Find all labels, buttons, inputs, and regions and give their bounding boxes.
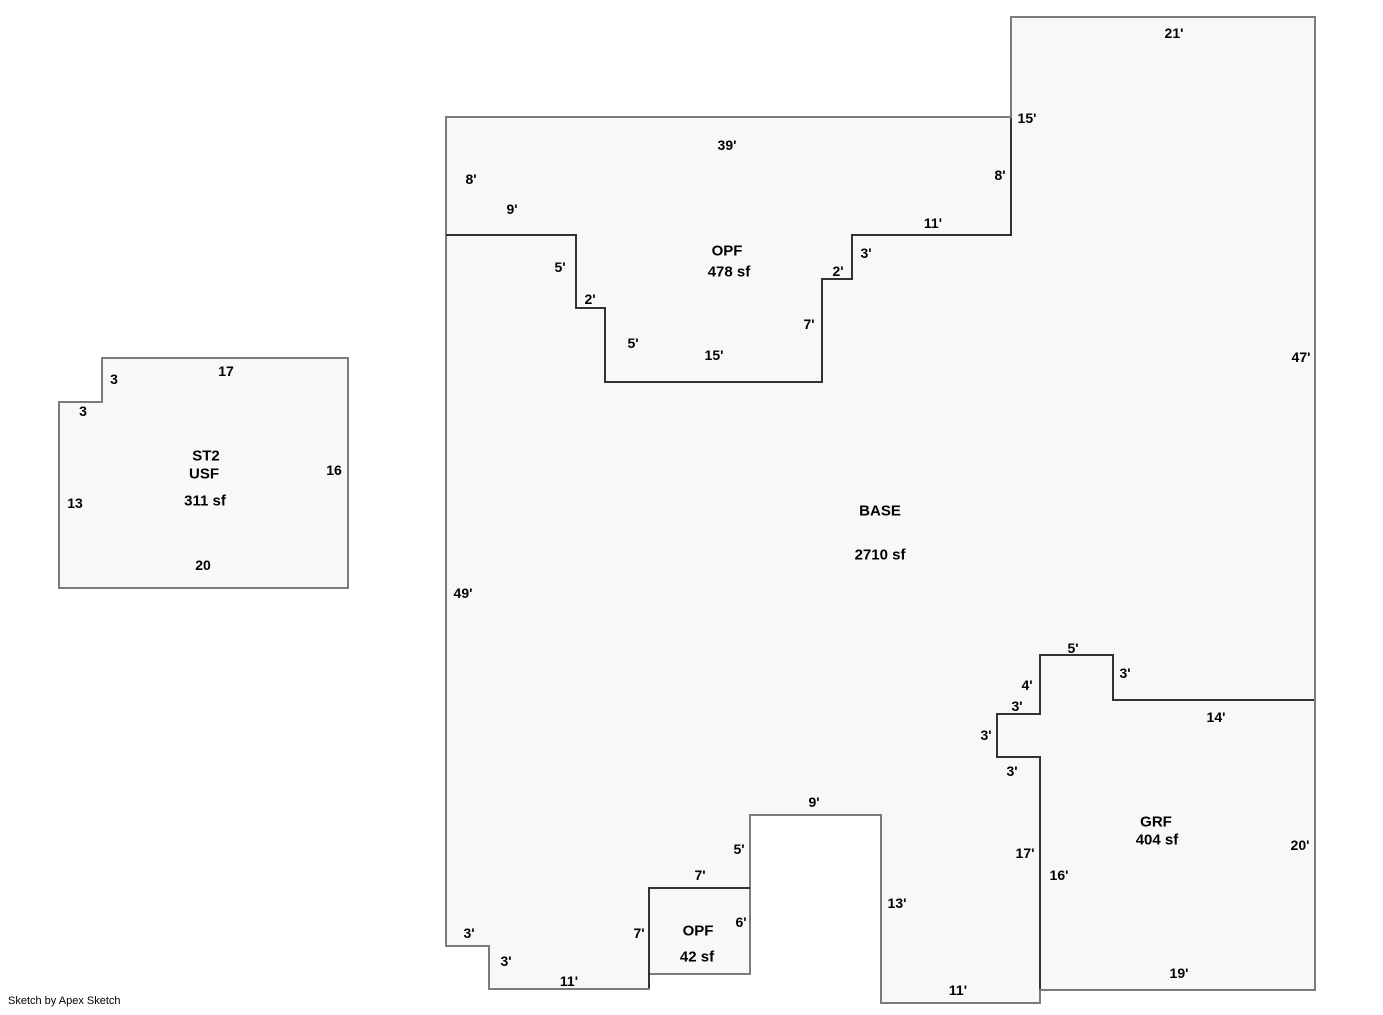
- dim-st2-17: 17: [218, 363, 234, 379]
- label-opf-name: OPF: [712, 243, 743, 260]
- dim-st2-3b: 3: [79, 403, 87, 419]
- grf-divider: [996, 654, 1314, 989]
- dim-grf-3c: 3': [980, 727, 991, 743]
- dim-base-top-39: 39': [718, 137, 737, 153]
- dim-st2-20: 20: [195, 557, 211, 573]
- dim-opf-7: 7': [803, 316, 814, 332]
- dim-tower-21: 21': [1165, 25, 1184, 41]
- label-opf2-name: OPF: [683, 923, 714, 940]
- dim-bot-3a: 3': [463, 925, 474, 941]
- dim-bot-11a: 11': [560, 973, 578, 989]
- label-base-sf: 2710 sf: [855, 547, 907, 564]
- dim-opf-2a: 2': [584, 291, 595, 307]
- dim-st2-13: 13: [67, 495, 83, 511]
- dim-tower-15: 15': [1018, 110, 1037, 126]
- label-opf-sf: 478 sf: [708, 264, 752, 281]
- dim-bot-11b: 11': [949, 982, 967, 998]
- dim-bump-9: 9': [808, 794, 819, 810]
- base-outline: [445, 16, 1316, 1004]
- label-opf2-sf: 42 sf: [680, 949, 715, 966]
- dim-grf-3d: 3': [1006, 763, 1017, 779]
- dim-grf-3b: 3': [1011, 698, 1022, 714]
- dim-opf-5a: 5': [554, 259, 565, 275]
- dim-opf-left-8: 8': [465, 171, 476, 187]
- dim-grf-4: 4': [1021, 677, 1032, 693]
- label-grf-name: GRF: [1140, 814, 1172, 831]
- dim-opf-right-8: 8': [994, 167, 1005, 183]
- dim-opf2-right-6: 6': [735, 914, 746, 930]
- dim-bot-3b: 3': [500, 953, 511, 969]
- st2-outline: [58, 357, 349, 589]
- label-base-name: BASE: [859, 503, 901, 520]
- dim-opf2-top-7: 7': [694, 867, 705, 883]
- dim-opf-3: 3': [860, 245, 871, 261]
- dim-grf-17: 17': [1016, 845, 1035, 861]
- dim-opf-5b: 5': [627, 335, 638, 351]
- opf-lower-divider: [648, 887, 750, 988]
- dim-opf2-left-7: 7': [633, 925, 644, 941]
- dim-st2-16: 16: [326, 462, 342, 478]
- opf-upper-divider: [446, 118, 1012, 383]
- dim-grf-3a: 3': [1119, 665, 1130, 681]
- dim-opf-11: 11': [924, 215, 942, 231]
- dim-opf-2b: 2': [832, 263, 843, 279]
- dim-grf-5: 5': [1067, 640, 1078, 656]
- sketch-credit: Sketch by Apex Sketch: [8, 995, 121, 1007]
- dim-st2-3a: 3: [110, 371, 118, 387]
- dim-grf-20: 20': [1291, 837, 1310, 853]
- dim-right-47: 47': [1292, 349, 1311, 365]
- dim-opf-15: 15': [705, 347, 724, 363]
- label-grf-sf: 404 sf: [1136, 832, 1180, 849]
- dim-grf-19: 19': [1170, 965, 1189, 981]
- dim-grf-16: 16': [1050, 867, 1069, 883]
- label-st2-sf: 311 sf: [184, 493, 227, 510]
- label-st2-use: USF: [189, 466, 219, 483]
- dim-bump-13: 13': [888, 895, 907, 911]
- label-st2-name: ST2: [192, 448, 220, 465]
- dim-bump-5: 5': [733, 841, 744, 857]
- dim-grf-14: 14': [1207, 709, 1226, 725]
- dim-left-49: 49': [454, 585, 473, 601]
- dim-opf-9: 9': [506, 201, 517, 217]
